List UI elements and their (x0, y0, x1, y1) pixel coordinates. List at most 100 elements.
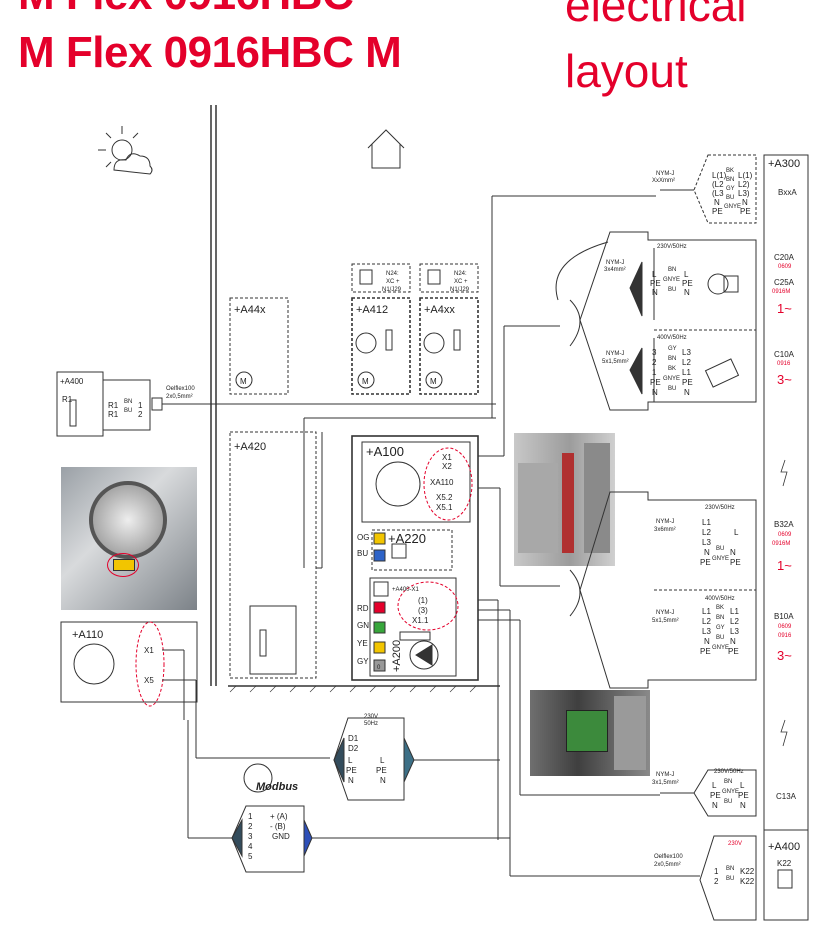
term-r1-a: R1 (108, 401, 119, 410)
term-x52: X5.2 (436, 493, 453, 502)
breaker-c20a-sub: 0609 (778, 264, 792, 270)
term-d2: D2 (348, 744, 359, 753)
term-pe-low-r: PE (738, 791, 749, 800)
wire-bn-top: BN (726, 177, 734, 183)
phase-3-label-2: 3~ (777, 648, 792, 663)
cable-oelflex-2: Oelflex100 (654, 854, 683, 860)
wire-bk-top: BK (726, 168, 734, 174)
term-x2: X2 (442, 462, 452, 471)
sensor-n1j29-1: N1/J29 (382, 287, 402, 293)
a44x-label: +A44x (234, 304, 266, 316)
wire-bn-s1: BN (668, 267, 676, 273)
term-l2-m1: L2 (702, 528, 711, 537)
term-pe-top: PE (712, 207, 723, 216)
a400-x1-label: +A400-X1 (392, 587, 420, 593)
mb-a: + (A) (270, 812, 288, 821)
wire-gy-m2: GY (716, 625, 725, 631)
cable-3x4: 3x4mm² (604, 267, 626, 273)
breaker-c25a-sub: 0916M (772, 289, 790, 295)
breaker-c10a: C10A (774, 350, 795, 359)
term-n-top: N (714, 198, 720, 207)
cable-oelflex-1: Oelflex100 (166, 386, 195, 392)
term-a400-1: 1 (138, 401, 143, 410)
sun-cloud-icon (98, 126, 153, 175)
mb-term-2: 2 (248, 822, 253, 831)
term-k22-2: 2 (714, 877, 719, 886)
breaker-c13a: C13A (776, 792, 797, 801)
wire-bn-low: BN (724, 779, 732, 785)
term-k22-1: 1 (714, 867, 719, 876)
term-xa110: XA110 (430, 478, 454, 487)
phase-3-label: 3~ (777, 372, 792, 387)
term-pe-top-r: PE (740, 207, 751, 216)
term-pe-s1-r: PE (682, 279, 693, 288)
voltage-230-k22: 230V (728, 841, 742, 847)
voltage-400-top: 400V/50Hz (657, 335, 687, 341)
wire-bu-m1: BU (716, 546, 724, 552)
term-n-top-r: N (742, 198, 748, 207)
wire-bu-a220: BU (357, 549, 368, 558)
term-pe-m2: PE (700, 647, 711, 656)
term-n-d: N (348, 776, 354, 785)
term-l-low: L (712, 781, 717, 790)
page-subtitle-line2: layout (565, 45, 688, 97)
term-l1-s2: L1 (682, 368, 691, 377)
wire-gnye-m2: GNYE (712, 645, 729, 651)
term-n-m1-r: N (730, 548, 736, 557)
breaker-c25a: C25A (774, 278, 795, 287)
mb-b: - (B) (270, 822, 286, 831)
motor-a4xx: M (430, 377, 437, 386)
outdoor-unit-photo (61, 467, 197, 610)
breaker-b32a-sub2: 0916M (772, 541, 790, 547)
term-pe-d: PE (346, 766, 357, 775)
breaker-b10a-sub2: 0916 (778, 633, 792, 639)
term-n-m2-r: N (730, 637, 736, 646)
breaker-c10a-sub: 0916 (777, 361, 791, 367)
motor-a412: M (362, 377, 369, 386)
wire-bn-m2: BN (716, 615, 724, 621)
term-l3r: L3) (738, 189, 750, 198)
wire-gnye-top: GNYE (724, 204, 741, 210)
mb-term-5: 5 (248, 852, 253, 861)
term-p3: (3) (418, 606, 428, 615)
term-x51: X5.1 (436, 503, 453, 512)
wire-gnye-s2: GNYE (663, 376, 680, 382)
voltage-230-top: 230V/50Hz (657, 244, 687, 250)
term-n-low: N (712, 801, 718, 810)
term-l-d: L (348, 756, 353, 765)
a400-box-label: +A400 (768, 841, 800, 853)
wire-bk-s2: BK (668, 366, 676, 372)
page-title-line2: M Flex 0916HBC M (18, 28, 402, 77)
wire-ye: YE (357, 639, 368, 648)
a412-label: +A412 (356, 304, 388, 316)
term-l1-m2: L1 (702, 607, 711, 616)
term-l2p: (L2 (712, 180, 724, 189)
sensor-xc-1: XC + (386, 279, 400, 285)
term-d1: D1 (348, 734, 359, 743)
phase-1-label: 1~ (777, 301, 792, 316)
term-l1p-r: L(1) (738, 171, 753, 180)
term-l-s1: L (652, 270, 657, 279)
term-l3-m2-r: L3 (730, 627, 739, 636)
term-n-m1: N (704, 548, 710, 557)
term-pe-s1: PE (650, 279, 661, 288)
wire-bu-s1: BU (668, 287, 676, 293)
socket-1phase-icon (707, 273, 739, 295)
term-l1p: L(1) (712, 171, 727, 180)
cable-nymj-5: NYM-J (656, 610, 674, 616)
wire-gy-top: GY (726, 186, 735, 192)
term-l-d-r: L (380, 756, 385, 765)
term-n-s1-r: N (684, 288, 690, 297)
a400-label: +A400 (60, 377, 84, 386)
page-subtitle-line1: electrical (565, 0, 747, 31)
term-x11: X1.1 (412, 616, 429, 625)
term-l-low-r: L (740, 781, 745, 790)
cable-2x05-2: 2x0,5mm² (654, 862, 681, 868)
term-l3-m2: L3 (702, 627, 711, 636)
term-a110-x1: X1 (144, 646, 154, 655)
a300-sub: BxxA (778, 188, 797, 197)
term-pe-s2-r: PE (682, 378, 693, 387)
term-pe-m1: PE (700, 558, 711, 567)
wire-zero: 0 (377, 665, 381, 671)
term-l-s1-r: L (684, 270, 689, 279)
